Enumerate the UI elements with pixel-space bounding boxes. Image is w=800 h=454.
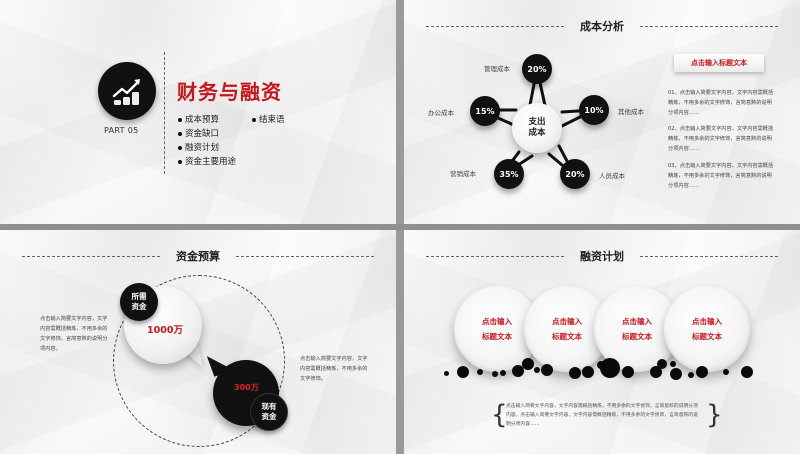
plate-line2: 标题文本 (552, 332, 582, 341)
needed-funds-value: 1000万 (147, 325, 183, 336)
existing-funds-label-line1: 现有 (261, 402, 277, 411)
description-paragraph-3: 03、点击输入简要文字内容，文字内容需概括精炼，不用多余的文字修饰，言简意赅的说… (668, 163, 774, 189)
existing-funds-badge: 现有 资金 (250, 393, 288, 431)
section-title: 成本分析 (580, 20, 624, 33)
dotted-line (22, 255, 160, 257)
dotted-line (640, 25, 778, 27)
dotted-line (236, 255, 374, 257)
agenda-item: 结束语 (252, 113, 285, 127)
dotted-line (426, 255, 564, 257)
dashed-ring (113, 275, 285, 447)
plan-description: 点击输入简要文字内容，文字内容需概括精炼，不用多余的文字修饰，言简意赅的说明分项… (506, 404, 698, 427)
plan-plate-4: 点击输入 标题文本 (664, 286, 750, 372)
left-description: 点击输入简要文字内容，文字内容需概括精炼，不用多余的文字修饰，言简意赅的说明分项… (40, 316, 108, 352)
cost-label-office: 办公成本 (428, 109, 454, 117)
center-node-expense-cost: 支出 成本 (512, 103, 562, 153)
dashed-separator (164, 52, 165, 174)
agenda-item: 资金主要用途 (178, 155, 236, 169)
cost-label-other: 其他成本 (618, 108, 644, 116)
slide-thumbnail-finance-intro[interactable]: PART 05 财务与融资 成本预算 资金缺口 融资计划 资金主要用途 结束语 (0, 0, 396, 224)
title-text-button[interactable]: 点击输入标题文本 (674, 54, 764, 72)
cost-label-management: 管理成本 (484, 65, 510, 73)
needed-funds-badge: 所需 资金 (120, 283, 158, 321)
section-header: 融资计划 (426, 248, 778, 264)
left-brace: { (491, 400, 508, 430)
existing-funds-value: 300万 (234, 383, 259, 392)
cost-node-office: 15% (470, 96, 500, 126)
slide-thumbnail-cost-analysis[interactable]: 成本分析 20% 管理成本 10% 其他成本 20% 人员成本 35% 营销成本… (404, 0, 800, 224)
existing-funds-label-line2: 资金 (261, 412, 277, 421)
plate-line1: 点击输入 (622, 317, 652, 326)
growth-chart-coins-icon (98, 62, 156, 120)
agenda-item: 融资计划 (178, 141, 236, 155)
cost-node-management: 20% (522, 54, 552, 84)
cost-node-marketing: 35% (494, 159, 524, 189)
plate-line1: 点击输入 (552, 317, 582, 326)
section-title: 资金预算 (176, 250, 220, 263)
section-title: 融资计划 (580, 250, 624, 263)
agenda-item: 资金缺口 (178, 127, 236, 141)
description-paragraph-2: 02、点击输入简要文字内容，文字内容需概括精炼，不用多余的文字修饰，言简意赅的说… (668, 126, 774, 152)
page-title: 财务与融资 (177, 80, 282, 104)
description-paragraph-1: 01、点击输入简要文字内容，文字内容需概括精炼，不用多余的文字修饰，言简意赅的说… (668, 90, 774, 116)
slide-thumbnail-financing-plan[interactable]: 融资计划 点击输入 标题文本 点击输入 标题文本 点击输入 标题文本 点击输入 … (404, 230, 800, 454)
section-header: 资金预算 (22, 248, 374, 264)
plate-line2: 标题文本 (692, 332, 722, 341)
center-node-line2: 成本 (528, 128, 546, 138)
dotted-line (426, 25, 564, 27)
dotted-line (640, 255, 778, 257)
needed-funds-label-line1: 所需 (131, 292, 147, 301)
agenda-item: 成本预算 (178, 113, 236, 127)
cost-node-personnel: 20% (560, 159, 590, 189)
plate-line2: 标题文本 (482, 332, 512, 341)
needed-funds-label-line2: 资金 (131, 302, 147, 311)
agenda-list-secondary: 结束语 (252, 113, 285, 127)
section-header: 成本分析 (426, 18, 778, 34)
agenda-list: 成本预算 资金缺口 融资计划 资金主要用途 (178, 113, 236, 169)
plate-line2: 标题文本 (622, 332, 652, 341)
horizontal-divider (0, 224, 800, 230)
right-brace: } (706, 400, 723, 430)
center-node-line1: 支出 (528, 117, 546, 127)
cost-node-other: 10% (579, 95, 609, 125)
plate-line1: 点击输入 (692, 317, 722, 326)
cost-label-marketing: 营销成本 (450, 170, 476, 178)
part-label: PART 05 (104, 126, 139, 135)
plate-line1: 点击输入 (482, 317, 512, 326)
right-description: 点击输入简要文字内容，文字内容需概括精炼，不用多余的文字修饰。 (300, 356, 368, 382)
slide-thumbnail-fund-budget[interactable]: 资金预算 1000万 所需 资金 300万 现有 资金 点击输入简要文字内容，文… (0, 230, 396, 454)
cost-label-personnel: 人员成本 (599, 172, 625, 180)
